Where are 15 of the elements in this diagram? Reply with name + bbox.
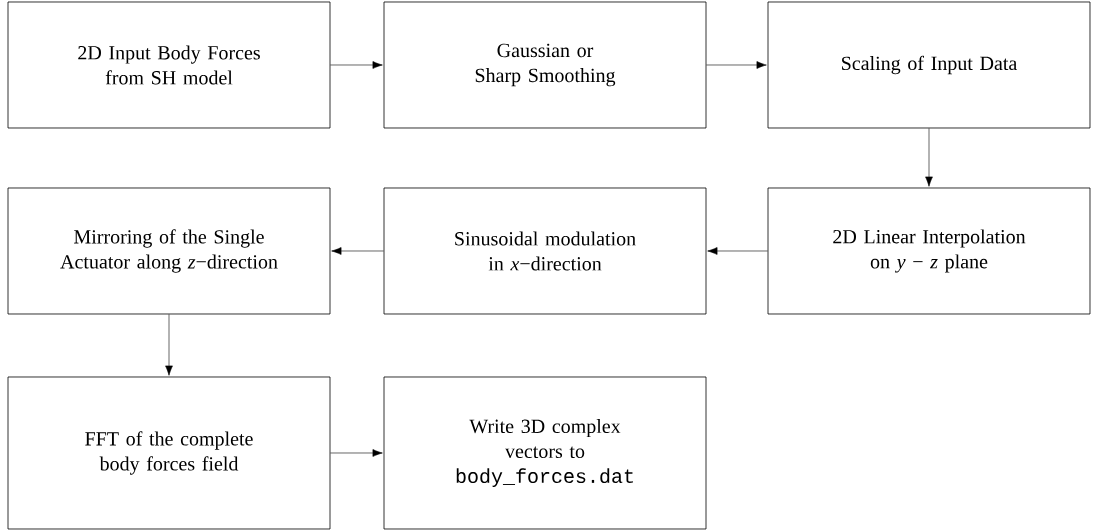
arrow (165, 314, 173, 376)
arrow (330, 449, 383, 457)
process-box: Mirroring of the Single Actuator along z−direction (7, 187, 331, 315)
arrow (707, 247, 768, 255)
process-box: 2D Linear Interpolation on y − z plane (767, 187, 1091, 315)
arrow (331, 247, 384, 255)
process-box: FFT of the complete body forces field (7, 376, 331, 530)
arrow (706, 61, 767, 69)
process-box: Sinusoidal modulation in x−direction (383, 187, 707, 315)
process-box: Gaussian or Sharp Smoothing (383, 1, 707, 129)
arrow (330, 61, 383, 69)
arrow (925, 128, 933, 187)
process-box: Write 3D complex vectors to body_forces.dat (383, 376, 707, 530)
process-box: 2D Input Body Forces from SH model (7, 1, 331, 129)
process-box: Scaling of Input Data (767, 1, 1091, 129)
